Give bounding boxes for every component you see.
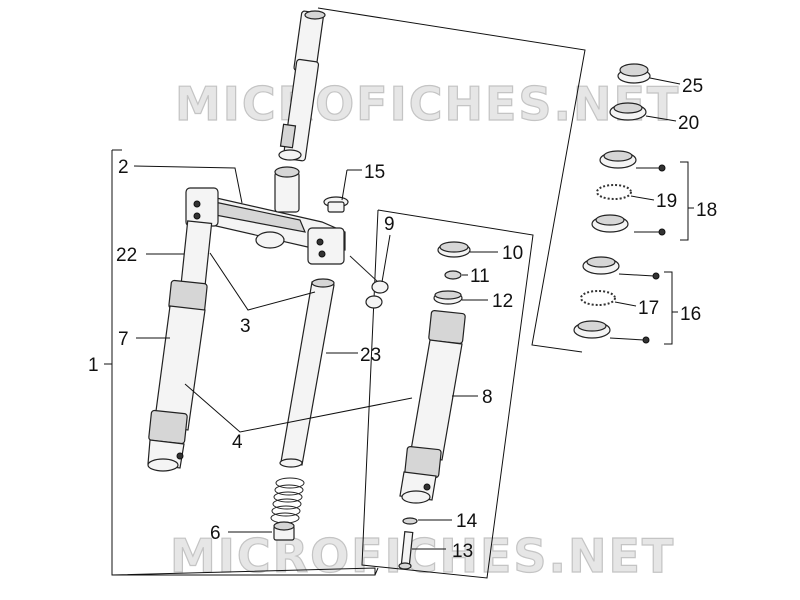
- leaders-16: [609, 273, 655, 341]
- label-2: 2: [118, 157, 129, 178]
- label-17: 17: [638, 298, 659, 319]
- label-10: 10: [502, 243, 523, 264]
- leader-3: [209, 252, 316, 311]
- label-9: 9: [384, 214, 395, 235]
- leader-17: [614, 301, 637, 307]
- inner-tube-part: [279, 278, 335, 468]
- watermark-top: MICROFICHES.NET: [175, 77, 680, 131]
- spring-part: [270, 477, 305, 524]
- label-15: 15: [364, 162, 385, 183]
- cap-15-part: [323, 196, 349, 213]
- label-16: 16: [680, 304, 701, 325]
- cup-18b-part: [591, 214, 629, 233]
- leader-9: [381, 234, 391, 283]
- label-23: 23: [360, 345, 381, 366]
- label-4: 4: [232, 432, 243, 453]
- left-fork-leg-part: [147, 220, 213, 472]
- leaders-18: [634, 167, 660, 233]
- cup-16b-part: [573, 320, 611, 339]
- bush-12-part: [433, 290, 463, 305]
- label-20: 20: [678, 113, 699, 134]
- label-8: 8: [482, 387, 493, 408]
- label-11: 11: [470, 266, 490, 287]
- label-19: 19: [656, 191, 677, 212]
- right-fork-leg-part: [399, 310, 466, 504]
- cup-18a-part: [599, 150, 637, 169]
- frame-steering-tube: [317, 7, 586, 353]
- ring-20-part: [609, 102, 647, 121]
- label-18: 18: [696, 200, 717, 221]
- bracket-16: [664, 271, 678, 345]
- leader-20: [645, 115, 677, 122]
- leader-25: [649, 77, 681, 85]
- label-12: 12: [492, 291, 513, 312]
- label-22: 22: [116, 245, 137, 266]
- label-6: 6: [210, 523, 221, 544]
- seal-10-part: [437, 241, 471, 258]
- fork-crown-part: [185, 166, 346, 265]
- bolt-13-part: [398, 531, 414, 570]
- leader-2: [133, 165, 243, 204]
- balls-17-part: [580, 290, 616, 306]
- watermark-bottom: MICROFICHES.NET: [170, 529, 675, 583]
- leader-19: [630, 195, 655, 201]
- label-1: 1: [88, 355, 99, 376]
- label-13: 13: [452, 541, 473, 562]
- frame-right-leg: [361, 209, 534, 579]
- label-14: 14: [456, 511, 478, 532]
- label-3: 3: [240, 316, 251, 337]
- nut-25-part: [617, 63, 651, 84]
- bolt-9-part: [349, 255, 389, 309]
- balls-19-part: [596, 184, 632, 200]
- leader-4: [184, 383, 413, 433]
- leader-15: [341, 169, 362, 201]
- washer-14-part: [402, 517, 418, 525]
- label-25: 25: [682, 76, 703, 97]
- bracket-18: [680, 161, 694, 241]
- label-7: 7: [118, 329, 129, 350]
- cup-16a-part: [582, 256, 620, 275]
- bushing-6-part: [273, 521, 295, 541]
- steering-tube-part: [278, 10, 326, 162]
- clip-11-part: [444, 270, 462, 280]
